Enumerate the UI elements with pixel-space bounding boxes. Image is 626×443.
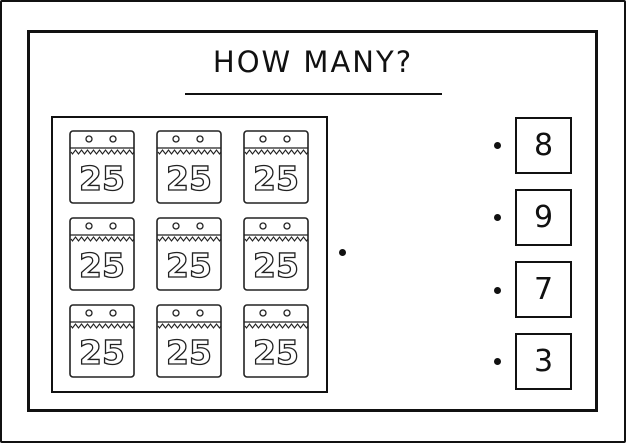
option-box-1[interactable]: 8 bbox=[515, 117, 572, 174]
calendar-icon: 25 bbox=[241, 129, 311, 207]
option-dot-3[interactable] bbox=[494, 287, 501, 294]
worksheet-frame bbox=[27, 30, 598, 412]
calendar-icon: 25 bbox=[67, 303, 137, 381]
option-dot-4[interactable] bbox=[494, 358, 501, 365]
option-dot-2[interactable] bbox=[494, 214, 501, 221]
calendar-icon: 25 bbox=[154, 303, 224, 381]
calendar-icon: 25 bbox=[154, 129, 224, 207]
option-dot-1[interactable] bbox=[494, 142, 501, 149]
calendar-icon: 25 bbox=[67, 216, 137, 294]
option-box-2[interactable]: 9 bbox=[515, 189, 572, 246]
calendar-date-number: 25 bbox=[166, 333, 212, 372]
option-value-4: 3 bbox=[533, 344, 554, 379]
calendar-icon: 25 bbox=[67, 129, 137, 207]
calendar-date-number: 25 bbox=[253, 246, 299, 285]
calendar-date-number: 25 bbox=[166, 159, 212, 198]
calendar-icon: 25 bbox=[154, 216, 224, 294]
calendar-icon: 25 bbox=[241, 303, 311, 381]
calendar-date-number: 25 bbox=[79, 333, 125, 372]
calendar-date-number: 25 bbox=[253, 159, 299, 198]
calendar-icon: 25 bbox=[241, 216, 311, 294]
option-value-3: 7 bbox=[533, 272, 554, 307]
option-value-1: 8 bbox=[533, 128, 554, 163]
picture-grid: 25 25 25 25 25 25 25 25 25 bbox=[51, 116, 328, 393]
calendar-date-number: 25 bbox=[79, 159, 125, 198]
option-box-3[interactable]: 7 bbox=[515, 261, 572, 318]
calendar-date-number: 25 bbox=[166, 246, 212, 285]
option-box-4[interactable]: 3 bbox=[515, 333, 572, 390]
calendar-date-number: 25 bbox=[79, 246, 125, 285]
calendar-date-number: 25 bbox=[253, 333, 299, 372]
worksheet-title: HOW MANY? bbox=[212, 45, 414, 79]
grid-match-dot[interactable] bbox=[339, 249, 346, 256]
option-value-2: 9 bbox=[533, 200, 554, 235]
title-underline bbox=[185, 93, 442, 95]
